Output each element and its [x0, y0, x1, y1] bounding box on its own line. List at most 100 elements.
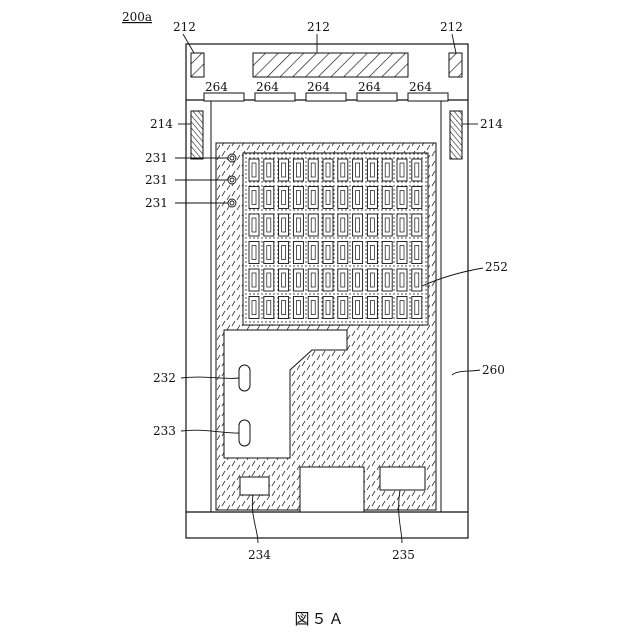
electrode-cell — [382, 297, 392, 319]
label-233: 233 — [153, 424, 176, 438]
electrode-cell — [338, 269, 348, 291]
electrode-cell — [323, 214, 333, 236]
label-214-left: 214 — [150, 117, 173, 131]
electrode-cell — [249, 242, 259, 264]
electrode-cell — [293, 187, 303, 209]
electrode-cell — [412, 214, 422, 236]
electrode-cell — [367, 159, 377, 181]
electrode-cell — [382, 187, 392, 209]
electrode-cell — [279, 242, 289, 264]
electrode-cell — [367, 187, 377, 209]
pad-234 — [240, 477, 269, 495]
electrode-cell — [293, 214, 303, 236]
electrode-cell — [412, 269, 422, 291]
electrode-cell — [264, 187, 274, 209]
electrode-cell — [308, 214, 318, 236]
electrode-cell — [338, 159, 348, 181]
electrode-cell — [249, 159, 259, 181]
electrode-cell — [264, 242, 274, 264]
electrode-cell — [338, 187, 348, 209]
side-bar-214-left — [191, 111, 203, 159]
electrode-cell — [323, 242, 333, 264]
electrode-cell — [308, 159, 318, 181]
label-214-right: 214 — [480, 117, 503, 131]
label-232: 232 — [153, 371, 176, 385]
electrode-cell — [397, 187, 407, 209]
electrode-cell — [353, 269, 363, 291]
label-212-right: 212 — [440, 20, 463, 34]
label-231-1: 231 — [145, 151, 168, 165]
electrode-cell — [367, 214, 377, 236]
electrode-cell — [367, 242, 377, 264]
label-235: 235 — [392, 548, 415, 562]
electrode-cell — [308, 187, 318, 209]
electrode-cell — [323, 297, 333, 319]
electrode-cell — [397, 159, 407, 181]
electrode-cell — [412, 187, 422, 209]
electrode-cell — [308, 269, 318, 291]
electrode-cell — [308, 297, 318, 319]
electrode-cell — [353, 214, 363, 236]
electrode-cell — [382, 269, 392, 291]
electrode-cell — [293, 297, 303, 319]
label-264-5: 264 — [409, 80, 432, 94]
electrode-cell — [338, 242, 348, 264]
label-264-1: 264 — [205, 80, 228, 94]
electrode-cell — [397, 269, 407, 291]
label-231-2: 231 — [145, 173, 168, 187]
side-bar-214-right — [450, 111, 462, 159]
electrode-cell — [264, 269, 274, 291]
electrode-cell — [308, 242, 318, 264]
pad-235 — [380, 467, 425, 490]
electrode-cell — [264, 159, 274, 181]
electrode-cell — [367, 269, 377, 291]
sensor-232 — [239, 365, 250, 391]
label-212-left: 212 — [173, 20, 196, 34]
label-252: 252 — [485, 260, 508, 274]
electrode-cell — [323, 269, 333, 291]
electrode-cell — [353, 297, 363, 319]
block-212-center — [253, 53, 408, 77]
electrode-cell — [382, 214, 392, 236]
electrode-cell — [412, 159, 422, 181]
electrode-cell — [323, 159, 333, 181]
label-234: 234 — [248, 548, 271, 562]
electrode-cell — [279, 269, 289, 291]
electrode-cell — [249, 269, 259, 291]
electrode-cell — [412, 297, 422, 319]
electrode-cell — [323, 187, 333, 209]
figure-id-label: 200a — [122, 10, 152, 24]
electrode-cell — [293, 159, 303, 181]
block-212-right — [449, 53, 462, 77]
electrode-cell — [279, 159, 289, 181]
electrode-cell — [367, 297, 377, 319]
label-264-3: 264 — [307, 80, 330, 94]
bottom-notch — [300, 467, 364, 512]
pad-row-264 — [204, 93, 448, 101]
electrode-cell — [249, 297, 259, 319]
label-264-2: 264 — [256, 80, 279, 94]
electrode-cell — [279, 187, 289, 209]
electrode-cell — [279, 214, 289, 236]
electrode-cell — [264, 214, 274, 236]
electrode-cell — [397, 242, 407, 264]
label-212-center: 212 — [307, 20, 330, 34]
electrode-cell — [293, 242, 303, 264]
electrode-cell — [338, 214, 348, 236]
electrode-cell — [264, 297, 274, 319]
electrode-cell — [293, 269, 303, 291]
label-260: 260 — [482, 363, 505, 377]
electrode-cell — [338, 297, 348, 319]
electrode-cell — [412, 242, 422, 264]
figure-caption: 図５Ａ — [294, 610, 345, 628]
label-231-3: 231 — [145, 196, 168, 210]
electrode-cell — [397, 297, 407, 319]
electrode-cell — [353, 242, 363, 264]
electrode-cell — [382, 242, 392, 264]
electrode-cell — [353, 187, 363, 209]
electrode-cell — [279, 297, 289, 319]
electrode-cell — [249, 214, 259, 236]
label-264-4: 264 — [358, 80, 381, 94]
electrode-cell — [382, 159, 392, 181]
